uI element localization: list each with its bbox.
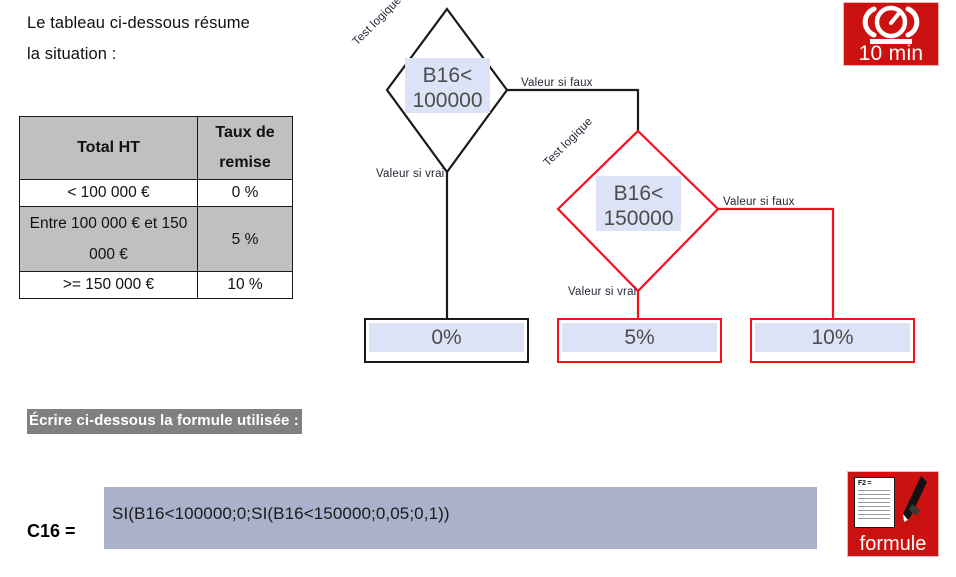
document-icon: F2 =: [854, 477, 895, 528]
stopwatch-base-bar: [870, 39, 912, 44]
table-header-taux-remise: Taux de remise: [197, 116, 293, 180]
formula-badge-label: formule: [859, 533, 927, 555]
edge-label-valeur-si-vrai-1: Valeur si vrai: [376, 168, 445, 180]
table-header-total-ht: Total HT: [19, 116, 198, 180]
outcome-value: 0%: [369, 323, 524, 352]
edge-label-valeur-si-faux-1: Valeur si faux: [521, 77, 593, 89]
table-row: < 100 000 € 0 %: [19, 179, 293, 207]
timer-label: 10 min: [858, 42, 924, 65]
document-line: [858, 513, 890, 515]
formula-badge: F2 = formule: [847, 471, 939, 557]
outcome-box-10: 10%: [750, 318, 915, 363]
edge-label-test-logique-1: Test logique: [350, 0, 405, 48]
table-header-row: Total HT Taux de remise: [19, 116, 293, 180]
document-line: [858, 493, 890, 495]
edge-false-1: [507, 88, 640, 131]
document-f2-text: F2 =: [858, 480, 872, 487]
table-row: >= 150 000 € 10 %: [19, 271, 293, 299]
decision-2-label: B16< 150000: [596, 176, 681, 231]
pen-icon: [896, 474, 930, 537]
write-formula-heading: Écrire ci-dessous la formule utilisée :: [27, 409, 302, 434]
document-line: [858, 509, 890, 511]
cell-reference-label: C16 =: [27, 521, 76, 541]
outcome-value: 10%: [755, 323, 910, 352]
document-line: [858, 517, 890, 519]
document-line: [858, 505, 890, 507]
outcome-value: 5%: [562, 323, 717, 352]
intro-line-1: Le tableau ci-dessous résume: [27, 14, 250, 32]
edge-label-valeur-si-faux-2: Valeur si faux: [723, 196, 795, 208]
intro-paragraph: Le tableau ci-dessous résume la situatio…: [27, 8, 327, 70]
stopwatch-icon: [858, 5, 924, 44]
table-cell-rate: 0 %: [197, 179, 293, 207]
outcome-box-0: 0%: [364, 318, 529, 363]
document-line: [858, 501, 890, 503]
timer-badge: 10 min: [843, 2, 939, 66]
intro-line-2: la situation :: [27, 45, 117, 63]
table-cell-rate: 5 %: [197, 206, 293, 272]
formula-input-bar[interactable]: [104, 487, 817, 549]
table-cell-range: >= 150 000 €: [19, 271, 198, 299]
formula-text: SI(B16<100000;0;SI(B16<150000;0,05;0,1)): [112, 504, 450, 523]
table-row: Entre 100 000 € et 150 000 € 5 %: [19, 206, 293, 272]
edge-false-2: [718, 207, 835, 320]
decision-1-label: B16< 100000: [405, 58, 490, 113]
edge-label-test-logique-2: Test logique: [541, 115, 596, 169]
table-cell-range: Entre 100 000 € et 150 000 €: [19, 206, 198, 272]
rates-table: Total HT Taux de remise < 100 000 € 0 % …: [19, 116, 293, 299]
outcome-box-5: 5%: [557, 318, 722, 363]
table-cell-range: < 100 000 €: [19, 179, 198, 207]
edge-label-valeur-si-vrai-2: Valeur si vrai: [568, 286, 637, 298]
table-cell-rate: 10 %: [197, 271, 293, 299]
document-line: [858, 489, 890, 491]
document-line: [858, 497, 890, 499]
